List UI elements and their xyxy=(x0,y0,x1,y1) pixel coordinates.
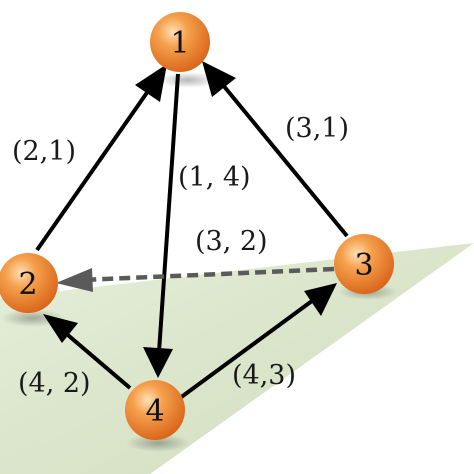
edge-2-1 xyxy=(35,82,155,252)
edge-label-3-2: (3, 2) xyxy=(195,226,268,257)
node-4: 4 xyxy=(125,380,185,440)
node-label-2: 2 xyxy=(18,267,37,302)
edge-2-1-arrowhead xyxy=(135,64,167,102)
edge-4-3-arrowhead xyxy=(304,283,337,316)
edge-label-1-4: (1, 4) xyxy=(178,162,251,193)
node-label-4: 4 xyxy=(145,394,164,429)
node-label-1: 1 xyxy=(170,26,189,61)
edge-3-2-arrowhead xyxy=(56,268,93,292)
edge-4-2 xyxy=(60,328,132,390)
node-1: 1 xyxy=(150,12,210,72)
edge-1-4 xyxy=(157,73,180,353)
edge-3-2 xyxy=(82,266,335,283)
edge-label-3-1: (3,1) xyxy=(285,113,349,144)
edge-3-1 xyxy=(216,77,349,238)
edge-4-2-arrowhead xyxy=(43,314,78,343)
edge-1-4-arrowhead xyxy=(143,347,173,378)
edges xyxy=(35,61,349,400)
node-3: 3 xyxy=(334,234,394,294)
nodes: 1 2 3 4 xyxy=(0,12,394,440)
edge-labels: (2,1) (1, 4) (3,1) (3, 2) (4, 2) (4,3) xyxy=(12,113,349,399)
edge-label-4-2: (4, 2) xyxy=(18,368,91,399)
edge-4-3 xyxy=(178,296,318,400)
edge-label-4-3: (4,3) xyxy=(232,360,296,391)
node-shadow-1 xyxy=(158,72,218,88)
node-shadow-4 xyxy=(126,434,190,452)
node-label-3: 3 xyxy=(354,248,373,283)
edge-3-1-arrowhead xyxy=(202,61,236,97)
edge-label-2-1: (2,1) xyxy=(12,136,76,167)
node-2: 2 xyxy=(0,253,58,313)
